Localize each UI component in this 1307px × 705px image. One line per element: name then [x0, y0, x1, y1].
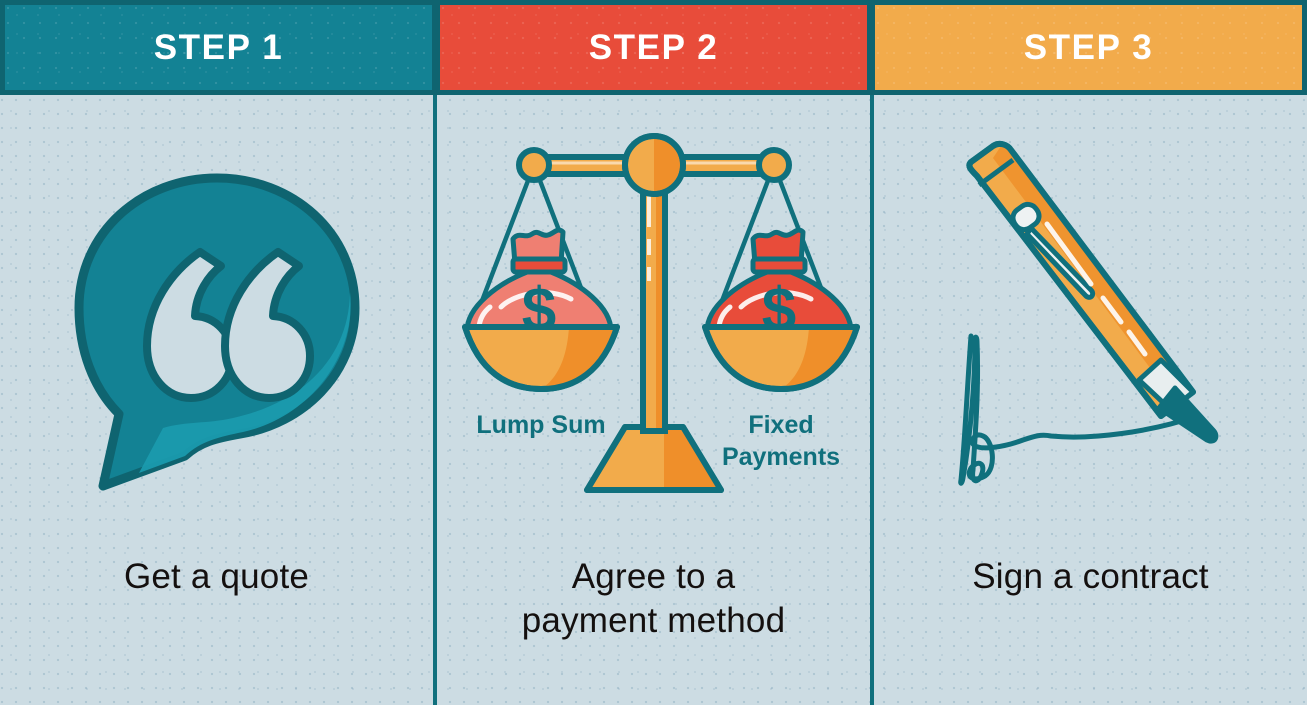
left-pan-shading [540, 327, 617, 389]
scale-label-left: Lump Sum [476, 411, 605, 439]
step-header-2-label: STEP 2 [588, 27, 719, 67]
money-bag-right-frill [750, 227, 805, 267]
center-pivot-shading [653, 139, 680, 191]
scale-base-outline [583, 424, 724, 493]
speech-bubble-quote-icon [74, 173, 359, 491]
step-1-caption: Get a quote [0, 555, 433, 599]
pen-barrel-shading [992, 145, 1193, 404]
left-pivot [515, 147, 552, 183]
pen-clip-shaft [1024, 225, 1095, 300]
step-column-2: $ $ [433, 95, 870, 705]
pen-highlight-3 [1126, 329, 1147, 357]
step-header-1: STEP 1 [0, 0, 437, 95]
step-3-caption-line1: Sign a contract [972, 557, 1209, 596]
money-bag-left-highlight-1 [498, 290, 573, 310]
signature-stroke [957, 333, 1199, 486]
pen-clip-knob [1009, 201, 1042, 233]
pen-nib [1156, 385, 1218, 444]
step-headers-row: STEP 1 STEP 2 STEP 3 [0, 0, 1307, 95]
step-column-3: Sign a contract [870, 95, 1307, 705]
step-1-caption-line1: Get a quote [123, 557, 310, 596]
step-body-row: Get a quote [0, 95, 1307, 705]
center-pivot-outline [621, 133, 686, 197]
right-pan-shading [780, 327, 857, 389]
left-pan-outline [461, 324, 620, 392]
step-2-caption-line1: Agree to a [571, 557, 736, 596]
scale-column-shading [655, 180, 665, 428]
step-2-artwork: $ $ [437, 95, 870, 555]
money-bag-right-highlight-1 [738, 290, 813, 310]
balance-scale-money-icon: $ $ [461, 133, 860, 493]
pen-signature-icon [957, 140, 1218, 486]
pen-highlight-2 [1100, 295, 1123, 325]
speech-bubble-shading [138, 292, 351, 473]
money-bag-left-frill [510, 227, 565, 267]
quote-mark-right [220, 248, 314, 402]
step-header-1-label: STEP 1 [153, 27, 284, 67]
step-3-artwork [874, 95, 1307, 555]
pen-highlight-1 [1044, 221, 1093, 287]
scale-base-shading [663, 427, 721, 490]
step-header-3: STEP 3 [870, 0, 1307, 95]
step-column-1: Get a quote [0, 95, 433, 705]
step-header-3-label: STEP 3 [1023, 27, 1154, 67]
step-header-2: STEP 2 [437, 0, 870, 95]
step-2-caption-line2: payment method [521, 600, 786, 640]
step-2-caption: Agree to a payment method [437, 555, 870, 643]
pen [965, 140, 1218, 444]
step-3-caption: Sign a contract [874, 555, 1307, 599]
scale-label-right-line2: Payments [721, 443, 839, 471]
right-pivot [755, 147, 792, 183]
scale-label-right-line1: Fixed [748, 411, 813, 439]
step-1-artwork [0, 95, 433, 555]
pen-cap-line [977, 157, 1014, 188]
quote-mark-left [142, 248, 236, 402]
right-pan-outline [701, 324, 860, 392]
